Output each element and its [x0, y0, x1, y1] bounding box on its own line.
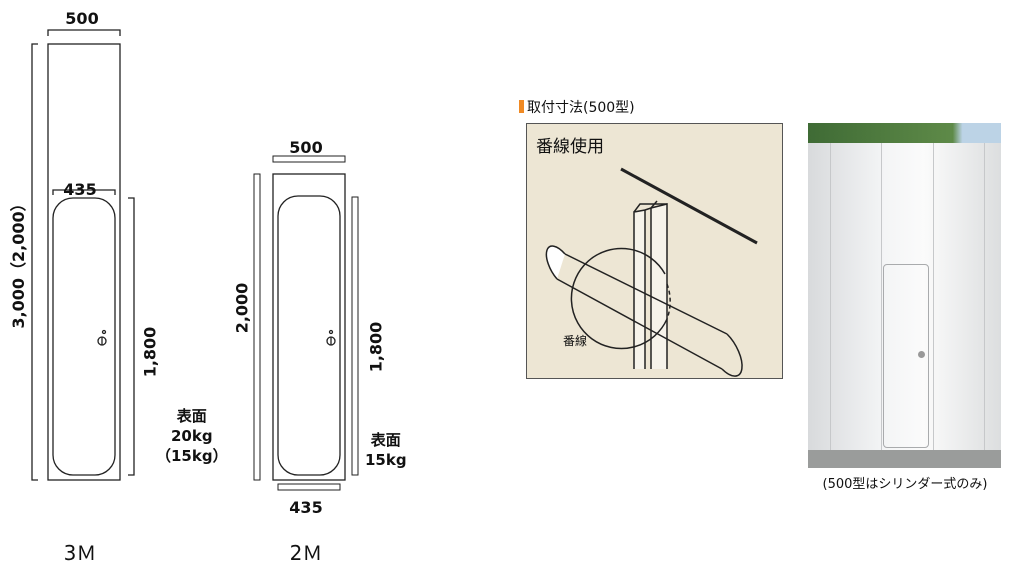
panel-2m-outline [272, 173, 346, 481]
door-2m-outline [277, 195, 341, 476]
2m-label: 2Ｍ [289, 541, 323, 565]
cylinder-lock-icon [918, 351, 925, 358]
door-photo [808, 123, 1001, 468]
install-title: 取付寸法(500型) [519, 97, 635, 117]
2m-width-inner: 435 [289, 498, 323, 517]
dim-2m-width-inner [277, 483, 341, 491]
dim-3m-height-outer [31, 43, 38, 481]
3m-height-outer: 3,000（2,000） [9, 195, 28, 329]
weight-value: 20kg [171, 427, 213, 445]
dim-3m-height-inner [128, 197, 135, 476]
weight-value: 15kg [365, 451, 407, 469]
3m-label: 3Ｍ [63, 541, 97, 565]
2m-width-outer: 500 [289, 138, 323, 157]
3m-weight: 表面 20kg （15kg） [156, 406, 228, 466]
dim-3m-width-inner [52, 189, 116, 195]
dim-2m-width-outer [272, 155, 346, 163]
photo-caption: (500型はシリンダー式のみ) [822, 477, 988, 492]
weight-alt: （15kg） [156, 447, 228, 465]
weight-label: 表面 [370, 431, 401, 449]
3m-width-inner: 435 [63, 180, 97, 199]
install-title-text: 取付寸法(500型) [527, 100, 635, 116]
door-3m-outline [52, 197, 116, 476]
weight-label: 表面 [176, 407, 207, 425]
accent-bar [519, 100, 524, 113]
3m-width-outer: 500 [65, 9, 99, 28]
dim-2m-height-outer [253, 173, 261, 481]
2m-height-inner: 1,800 [366, 321, 386, 373]
box-title: 番線使用 [536, 137, 604, 157]
panel-3m-outline [47, 43, 121, 481]
wire-label: 番線 [563, 334, 588, 348]
2m-height-outer: 2,000 [232, 282, 252, 334]
door-in-photo [883, 264, 929, 448]
2m-weight: 表面 15kg [365, 430, 407, 470]
dim-2m-height-inner [351, 196, 359, 476]
pipe-wire-illustration [545, 167, 758, 377]
dim-3m-width-outer [47, 29, 121, 36]
install-illustration: 番線使用 番線 [526, 123, 783, 379]
3m-height-inner: 1,800 [140, 326, 160, 378]
